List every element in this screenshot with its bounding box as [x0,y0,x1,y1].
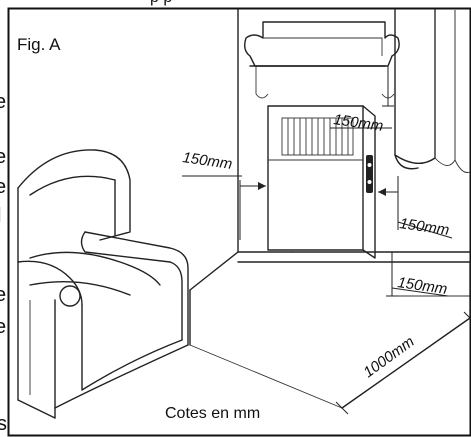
dimension-label-right: 150mm [398,215,450,239]
edge-fragment: e [0,284,6,306]
dimension-above: 150mm [330,66,394,135]
figure-label: Fig. A [17,35,61,54]
dimension-label-floor: 150mm [396,274,448,298]
dimension-label-front: 1000mm [360,333,417,381]
room [189,9,471,409]
wall-shelf [243,21,400,99]
heater [267,105,376,259]
armchair [17,149,189,419]
dimension-label-left: 150mm [181,149,233,173]
dimension-right: 150mm [378,176,453,239]
left-edge-fragments: e e e l e e s [0,91,7,435]
edge-fragment: s [0,413,7,435]
edge-fragment: e [0,176,6,198]
curtain [394,9,471,173]
top-edge-fragment: p p [150,0,172,6]
dimension-left: 150mm [181,149,266,240]
edge-fragment: l [0,205,1,227]
heater-grille [281,117,354,156]
edge-fragment: e [0,146,6,168]
dimension-label-above: 150mm [332,111,384,135]
figure-caption: Cotes en mm [165,405,260,422]
dimension-floor: 150mm [386,251,448,298]
edge-fragment: e [0,91,6,113]
control-knob-icon [366,155,373,193]
edge-fragment: e [0,316,6,338]
